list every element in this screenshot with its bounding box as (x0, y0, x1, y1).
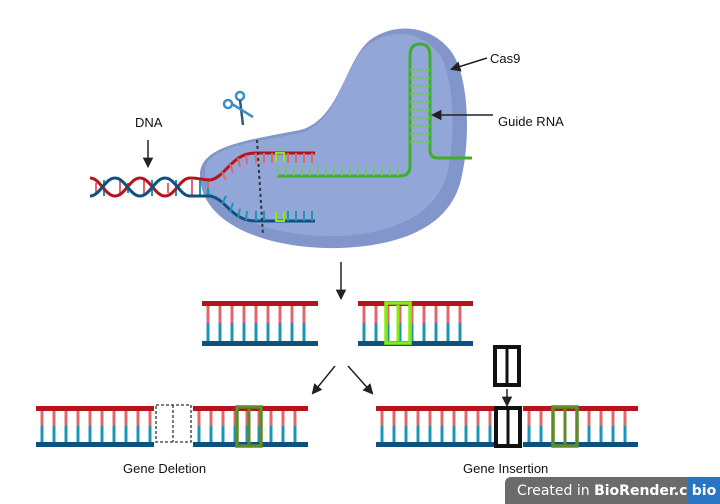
dna-label: DNA (135, 115, 163, 130)
gene-insertion-label: Gene Insertion (463, 461, 549, 476)
brand-name: BioRender.com (594, 482, 712, 499)
cas9-arrow (449, 57, 488, 72)
gene-deletion-label: Gene Deletion (123, 461, 207, 476)
target-site-marker (384, 301, 412, 345)
ladder-cut-left-bottom-strand (202, 341, 318, 346)
insertion-edit-marker (551, 405, 579, 448)
ladder-insertion-left-top-strand (376, 406, 494, 411)
ladder-deletion-left-bottom-strand (36, 442, 154, 447)
ladder-deletion-left-top-strand (36, 406, 154, 411)
ladder-insertion-right-top-strand (523, 406, 638, 411)
insert-gene-floating (493, 345, 521, 387)
insertion-arrow (347, 365, 374, 395)
cas9-label: Cas9 (490, 51, 521, 66)
scissors-icon (222, 90, 254, 126)
deletion-arrow (311, 365, 336, 395)
guide-rna (277, 42, 472, 178)
biorender-logo-icon: bio (688, 477, 720, 504)
deletion-edit-marker (235, 405, 263, 448)
unwound-dna (209, 151, 315, 223)
cas9-protein (200, 28, 467, 249)
ladder-cut-right-top-strand (358, 301, 473, 306)
guide-rna-label: Guide RNA (498, 114, 564, 129)
cut-line (256, 139, 264, 236)
pam-site-top (275, 152, 285, 162)
ladder-cut-right-bottom-strand (358, 341, 473, 346)
deleted-segment (155, 404, 192, 443)
ladder-cut-left-top-strand (202, 301, 318, 306)
biorender-badge[interactable]: Created in BioRender.com bio (505, 477, 720, 504)
ladder-insertion-right-bottom-strand (523, 442, 638, 447)
pam-site-bottom (275, 212, 285, 222)
dna-helix (89, 176, 211, 198)
insert-gene-placed (494, 406, 522, 448)
ladder-insertion-left-bottom-strand (376, 442, 494, 447)
